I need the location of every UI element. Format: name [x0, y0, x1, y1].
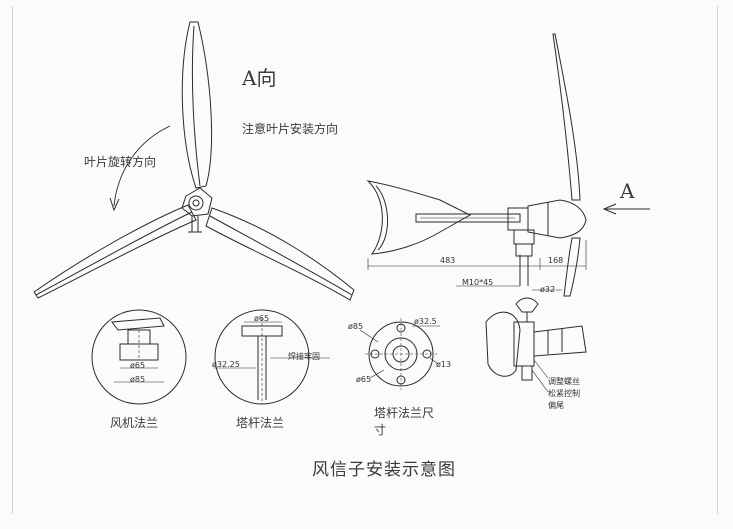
flange-size-d325: ø32.5	[414, 317, 437, 326]
rotor-front-view	[33, 21, 355, 301]
tower-flange-size-detail	[359, 318, 440, 390]
flange-size-caption-2: 寸	[374, 423, 387, 437]
tower-flange-detail	[214, 309, 330, 405]
tail-note-adjust-screw: 调整螺丝	[548, 377, 580, 386]
tail-adjust-detail	[485, 297, 587, 393]
nacelle-flange-caption: 风机法兰	[110, 416, 159, 430]
diameter-32-label: ø32	[540, 285, 556, 294]
rotation-direction-label: 叶片旋转方向	[84, 155, 157, 169]
turbine-side-view	[366, 33, 650, 297]
flange-size-d85: ø85	[348, 322, 364, 331]
tower-flange-d65: ø65	[254, 314, 270, 323]
bolt-spec-label: M10*45	[462, 278, 494, 287]
blade-direction-note: 注意叶片安装方向	[242, 122, 339, 136]
tower-flange-caption: 塔杆法兰	[236, 416, 285, 430]
nacelle-flange-d85: ø85	[130, 375, 146, 384]
tail-note-tension-control: 松紧控制	[548, 389, 580, 398]
dimension-168: 168	[548, 256, 564, 265]
sheet-border	[12, 6, 718, 514]
view-a-label: A向	[242, 66, 277, 90]
tower-flange-d3225: ø32.25	[212, 360, 240, 369]
drawing-title: 风信子安装示意图	[312, 460, 456, 480]
nacelle-flange-d65: ø65	[130, 361, 146, 370]
flange-size-d65: ø65	[356, 375, 372, 384]
flange-size-d13: ø13	[436, 360, 452, 369]
arrow-a-label: A	[620, 179, 635, 203]
flange-size-caption-1: 塔杆法兰尺	[374, 406, 435, 420]
tail-note-offset: 偏尾	[548, 401, 564, 410]
tower-flange-weld-note: 焊接牢固	[288, 352, 320, 361]
dimension-483: 483	[440, 256, 456, 265]
nacelle-flange-detail	[91, 309, 187, 405]
